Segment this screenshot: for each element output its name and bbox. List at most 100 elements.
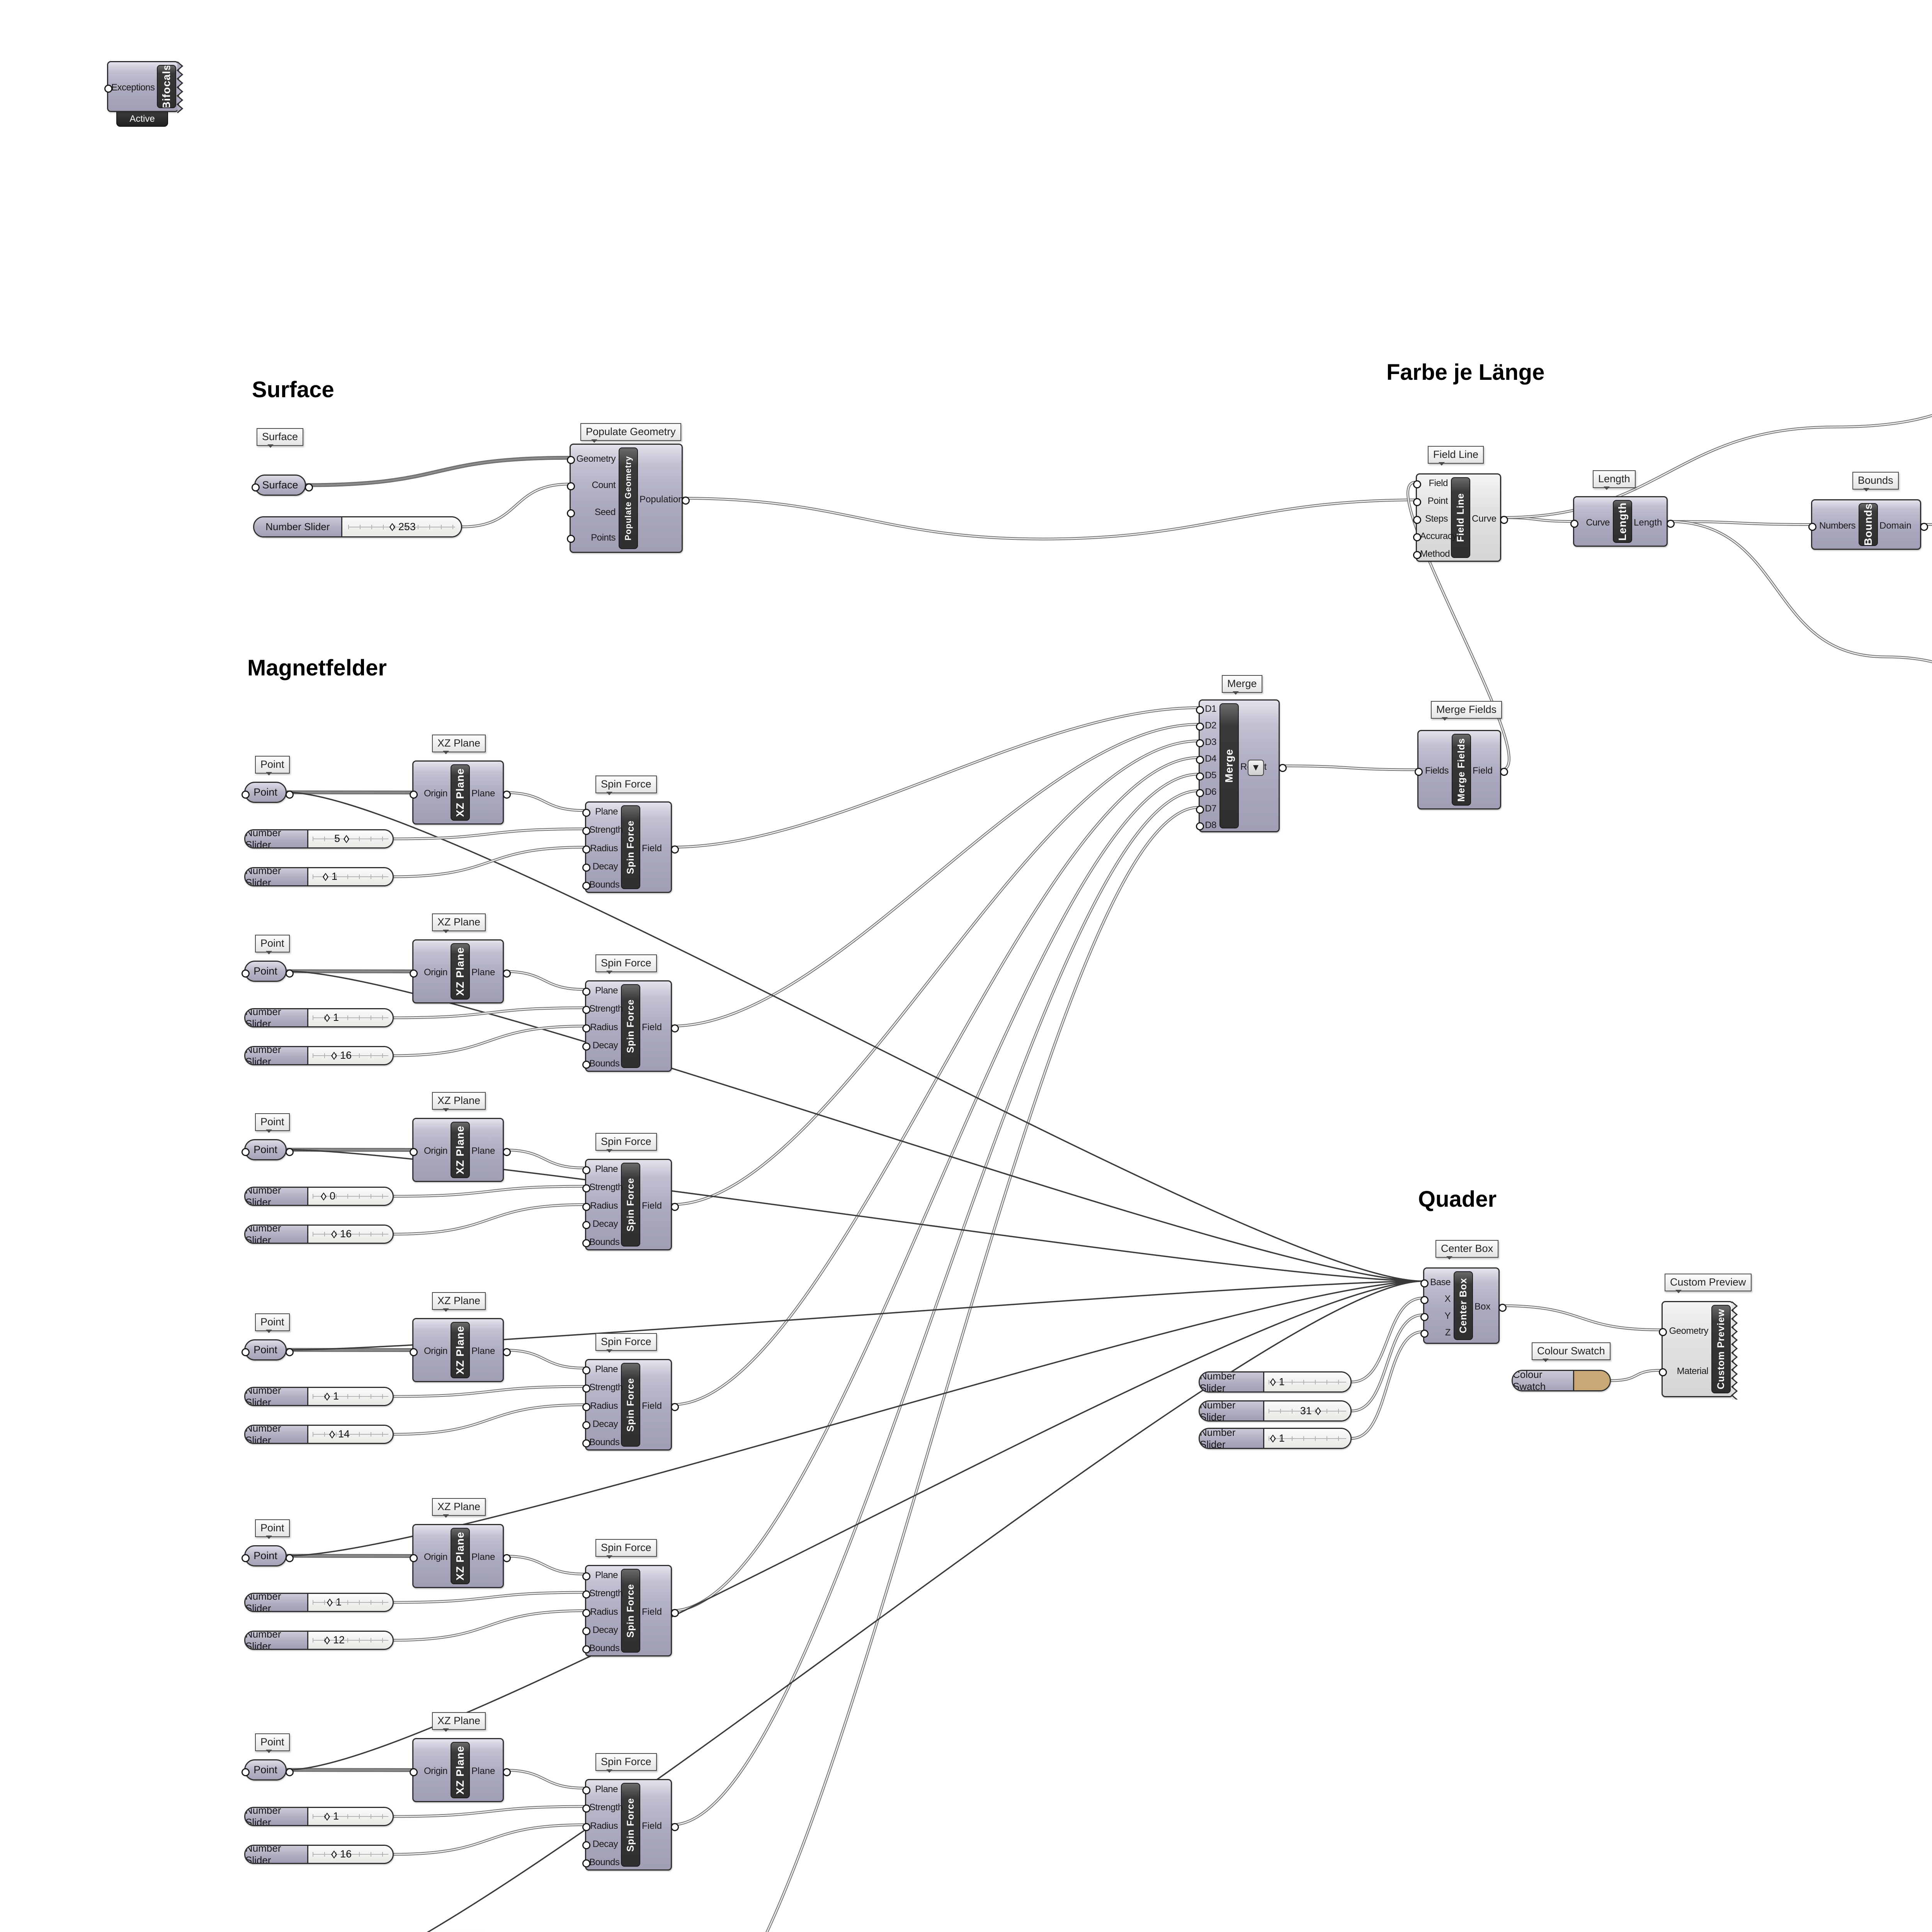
input-nub-Decay[interactable] [582,1221,590,1229]
input-nub-Bounds[interactable] [582,1645,590,1654]
input-nub-D4[interactable] [1196,755,1204,764]
input-nub-Origin[interactable] [410,1348,418,1356]
output-nub-Plane[interactable] [503,791,511,799]
colour-swatch-swatch[interactable]: Colour Swatch [1512,1370,1611,1391]
output-nub-Field[interactable] [671,1202,679,1211]
input-nub-Origin[interactable] [410,791,418,799]
input-nub-Strength[interactable] [582,1384,590,1393]
input-nub-Plane[interactable] [582,1366,590,1374]
input-nub-Origin[interactable] [410,1148,418,1156]
output-nub-Plane[interactable] [503,969,511,978]
input-nub-D6[interactable] [1196,789,1204,797]
output-nub[interactable] [286,1768,294,1776]
output-nub-Field[interactable] [671,1823,679,1831]
slider-rail[interactable]: 0 [308,1188,393,1205]
input-nub-Decay[interactable] [582,1841,590,1849]
output-nub[interactable] [286,1348,294,1356]
output-nub-Field[interactable] [671,1024,679,1032]
input-nub-Material[interactable] [1659,1368,1667,1377]
slider-rail[interactable]: 1 [308,1009,393,1026]
input-nub[interactable] [242,790,250,799]
input-nub-Strength[interactable] [582,1804,590,1813]
input-nub-Count[interactable] [567,482,575,490]
input-nub-Decay[interactable] [582,1627,590,1635]
slider-rail[interactable]: 1 [1264,1372,1350,1391]
output-nub-Field[interactable] [1500,768,1508,776]
output-nub[interactable] [286,1148,294,1156]
input-nub-Decay[interactable] [582,1042,590,1051]
input-nub-Plane[interactable] [582,808,590,817]
input-nub-D1[interactable] [1196,706,1204,714]
input-nub-Points[interactable] [567,534,575,543]
slider-grip[interactable] [329,1430,335,1439]
input-nub-Bounds[interactable] [582,1061,590,1069]
input-nub-Point[interactable] [1413,498,1421,506]
input-nub-exceptions[interactable] [104,85,112,93]
output-nub-Field[interactable] [671,1609,679,1617]
output-nub-Plane[interactable] [503,1554,511,1562]
output-nub-Box[interactable] [1498,1304,1507,1312]
slider-rail[interactable]: 12 [308,1632,393,1649]
slider-rail[interactable]: 16 [308,1846,393,1863]
slider-grip[interactable] [321,1192,327,1201]
input-nub-Steps[interactable] [1413,515,1421,524]
input-nub-Strength[interactable] [582,1006,590,1014]
slider-rail[interactable]: 1 [1264,1429,1350,1448]
slider-grip[interactable] [389,523,395,531]
input-nub-Curve[interactable] [1570,519,1578,528]
input-nub[interactable] [242,969,250,978]
slider-grip[interactable] [344,835,350,843]
slider-grip[interactable] [331,1052,337,1060]
input-nub-Radius[interactable] [582,1202,590,1211]
slider-rail[interactable]: 1 [308,868,393,885]
input-nub-Seed[interactable] [567,509,575,518]
input-nub[interactable] [252,483,260,492]
input-nub-Plane[interactable] [582,1572,590,1580]
input-nub-Plane[interactable] [582,987,590,996]
param-point3[interactable]: Point [242,1139,294,1160]
input-nub-Origin[interactable] [410,1768,418,1776]
input-nub-Bounds[interactable] [582,882,590,890]
output-nub-Field[interactable] [671,1403,679,1411]
output-nub-Population[interactable] [682,496,690,505]
output-nub-Field[interactable] [671,845,679,854]
input-nub-D5[interactable] [1196,772,1204,781]
component-merge[interactable]: MergeD1D2D3D4D5D6D7D8Result▼ [1196,699,1287,832]
param-point5[interactable]: Point [242,1545,294,1566]
input-nub-D2[interactable] [1196,722,1204,731]
slider-rail[interactable]: 253 [342,517,461,536]
output-nub-Plane[interactable] [503,1348,511,1356]
input-nub-Method[interactable] [1413,551,1421,560]
output-nub-Curve[interactable] [1500,515,1508,524]
input-nub-Bounds[interactable] [582,1439,590,1448]
output-nub[interactable] [305,483,313,492]
input-nub-Radius[interactable] [582,1024,590,1032]
input-nub-Radius[interactable] [582,1609,590,1617]
slider-grip[interactable] [1315,1407,1321,1415]
input-nub-Accuracy[interactable] [1413,533,1421,542]
slider-rail[interactable]: 1 [308,1594,393,1611]
swatch-color[interactable] [1574,1371,1610,1390]
input-nub[interactable] [242,1768,250,1776]
slider-grip[interactable] [324,1636,330,1645]
input-nub-D7[interactable] [1196,805,1204,814]
